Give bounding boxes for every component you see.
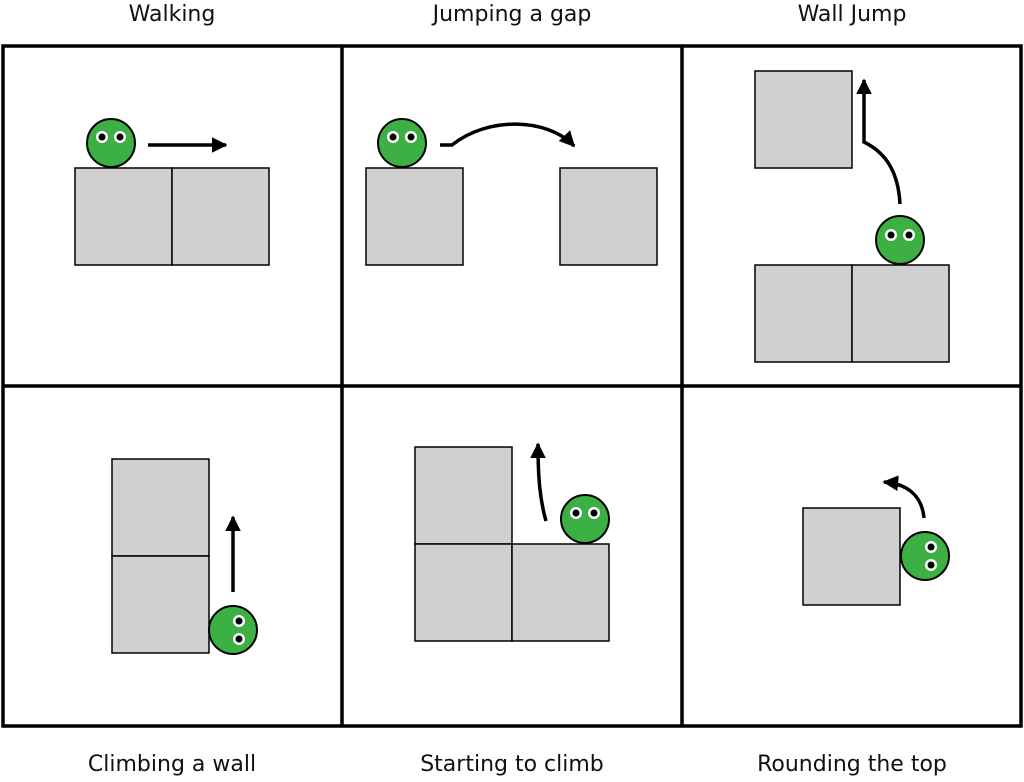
block (414, 543, 513, 642)
block (365, 167, 464, 266)
character (560, 494, 610, 544)
block (559, 167, 658, 266)
block (74, 167, 173, 266)
climb-start-arrow (530, 442, 548, 522)
character (86, 118, 136, 168)
block (511, 543, 610, 642)
caption-wall-jump: Wall Jump (797, 2, 907, 27)
rounding-arrow (882, 475, 926, 519)
character (875, 215, 925, 265)
panel-starting-to-climb (414, 442, 610, 642)
character (377, 118, 427, 168)
block (754, 264, 853, 363)
character (208, 605, 258, 655)
caption-climbing-a-wall: Climbing a wall (87, 752, 257, 777)
panel-climbing-a-wall (111, 458, 258, 655)
caption-starting-to-climb: Starting to climb (420, 752, 604, 777)
block (754, 70, 853, 169)
caption-walking: Walking (128, 2, 216, 27)
block (171, 167, 270, 266)
character (900, 531, 950, 581)
panel-wall-jump (754, 70, 950, 363)
panel-jumping-a-gap (365, 118, 658, 266)
caption-jumping-a-gap: Jumping a gap (432, 2, 592, 27)
block (111, 458, 210, 557)
panel-walking (74, 118, 270, 266)
panel-rounding-the-top (802, 475, 950, 606)
block (851, 264, 950, 363)
panel-grid (1, 44, 1023, 728)
block (802, 507, 901, 606)
block (111, 555, 210, 654)
jump-arc-arrow (440, 122, 576, 148)
caption-rounding-the-top: Rounding the top (757, 752, 947, 777)
wall-jump-arrow (856, 78, 902, 205)
block (414, 446, 513, 545)
